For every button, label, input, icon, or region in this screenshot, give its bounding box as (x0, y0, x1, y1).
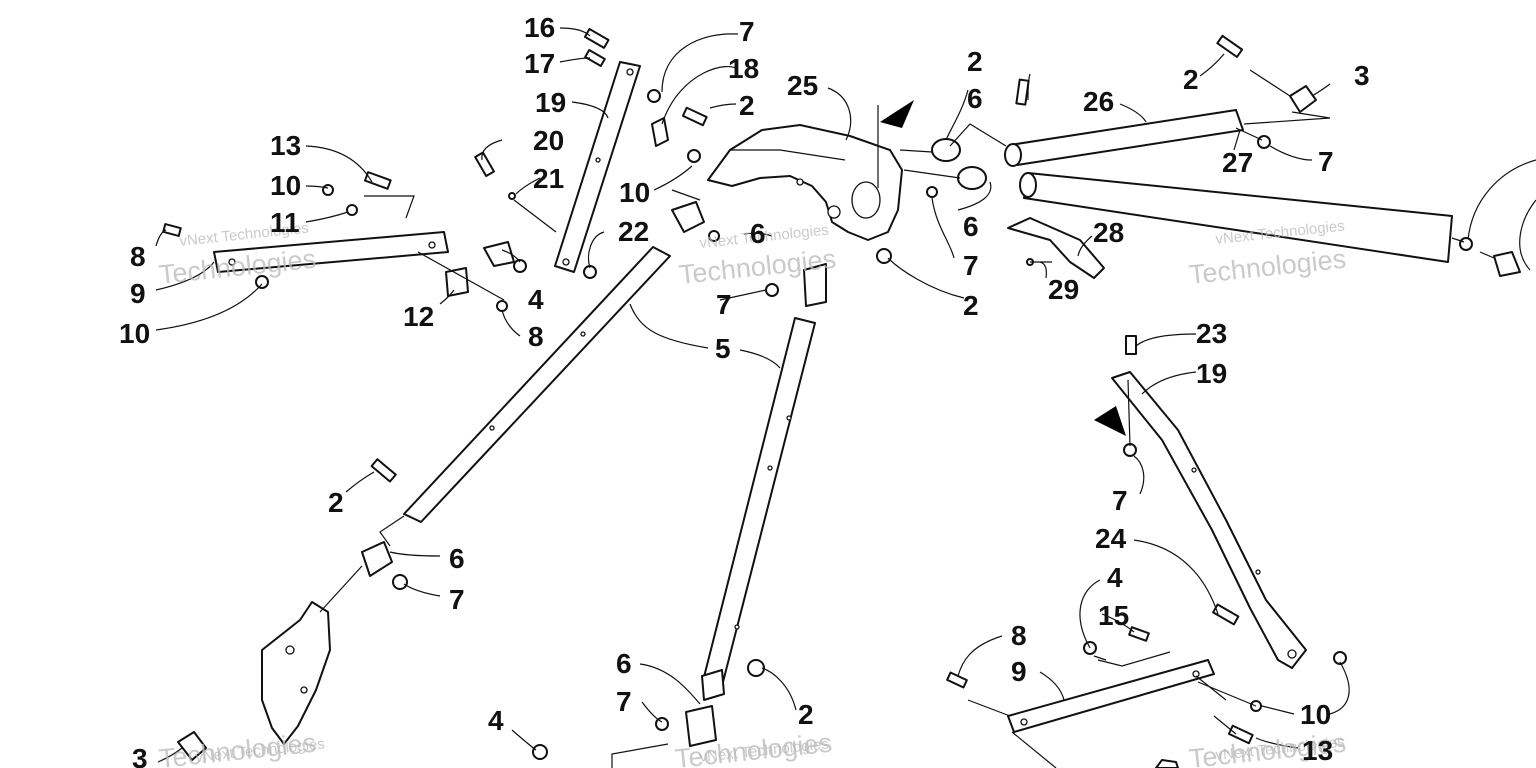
tube-ends-right (1467, 159, 1536, 277)
callout-7: 7 (449, 584, 465, 615)
callout-3: 3 (132, 743, 148, 768)
callout-27: 27 (1222, 147, 1253, 178)
callout-7: 7 (616, 686, 632, 717)
callout-26: 26 (1083, 86, 1114, 117)
connectors-6 (361, 138, 987, 747)
callout-13: 13 (1302, 735, 1333, 766)
callout-17: 17 (524, 48, 555, 79)
callout-4: 4 (528, 284, 544, 315)
callout-12: 12 (403, 301, 434, 332)
callout-10: 10 (270, 170, 301, 201)
callout-29: 29 (1048, 274, 1079, 305)
arrow-marker-top (880, 100, 914, 128)
callout-2: 2 (967, 46, 983, 77)
plate-18 (651, 117, 669, 147)
callout-8: 8 (528, 321, 544, 352)
callout-15: 15 (1098, 600, 1129, 631)
bracket-bottom-center (611, 743, 1179, 768)
callout-28: 28 (1093, 217, 1124, 248)
callout-7: 7 (1318, 146, 1334, 177)
leader-lines (155, 27, 1495, 768)
callout-18: 18 (728, 53, 759, 84)
callout-2: 2 (1183, 64, 1199, 95)
bracket-19-upper (554, 61, 641, 273)
callout-3: 3 (1354, 60, 1370, 91)
crossbar-right-lower (1007, 659, 1215, 733)
callout-21: 21 (533, 163, 564, 194)
callout-6: 6 (967, 83, 983, 114)
callout-11: 11 (270, 207, 300, 238)
callout-6: 6 (750, 218, 766, 249)
callout-9: 9 (1011, 656, 1027, 687)
callout-7: 7 (963, 250, 979, 281)
watermark-text: Technologies (157, 728, 317, 768)
callout-labels: 16 7 17 18 19 2 25 2 6 26 2 3 20 21 10 1… (119, 12, 1370, 768)
callout-9: 9 (130, 278, 146, 309)
callout-20: 20 (533, 125, 564, 156)
callout-6: 6 (616, 648, 632, 679)
callout-24: 24 (1095, 523, 1127, 554)
callout-4: 4 (488, 705, 504, 736)
callout-2: 2 (739, 90, 755, 121)
callout-2: 2 (798, 699, 814, 730)
callout-19: 19 (1196, 358, 1227, 389)
tube-27 (1019, 172, 1453, 263)
cap-3-lower (177, 731, 207, 761)
clip-28 (1007, 217, 1105, 279)
cap-3-upper (1289, 85, 1317, 113)
watermark-text: Technologies (1187, 244, 1347, 290)
bracket-4-left (483, 241, 515, 267)
tube-left (403, 246, 671, 523)
callout-19: 19 (535, 87, 566, 118)
callout-8: 8 (1011, 620, 1027, 651)
callout-7: 7 (739, 16, 755, 47)
bracket-19-lower (1111, 371, 1307, 669)
callout-13: 13 (270, 130, 301, 161)
callout-8: 8 (130, 241, 146, 272)
callout-23: 23 (1196, 318, 1227, 349)
callout-16: 16 (524, 12, 555, 43)
callout-7: 7 (716, 289, 732, 320)
callout-7: 7 (1112, 485, 1128, 516)
tube-26 (1004, 109, 1244, 167)
callout-2: 2 (328, 487, 344, 518)
tube-center (703, 317, 816, 683)
callout-10: 10 (119, 318, 150, 349)
callout-10: 10 (619, 177, 650, 208)
callout-10: 10 (1300, 699, 1331, 730)
callout-4: 4 (1107, 562, 1123, 593)
direction-arrows (877, 100, 1126, 436)
callout-6: 6 (963, 211, 979, 242)
callout-22: 22 (618, 216, 649, 247)
mount-bracket-lower-left (261, 601, 331, 745)
callout-25: 25 (787, 70, 818, 101)
callout-2: 2 (963, 290, 979, 321)
crossbar-left-upper (213, 231, 449, 273)
callout-5: 5 (715, 333, 731, 364)
arrow-marker-right (1094, 406, 1126, 436)
center-bracket-25 (707, 124, 903, 241)
callout-6: 6 (449, 543, 465, 574)
clip-12 (445, 267, 469, 297)
